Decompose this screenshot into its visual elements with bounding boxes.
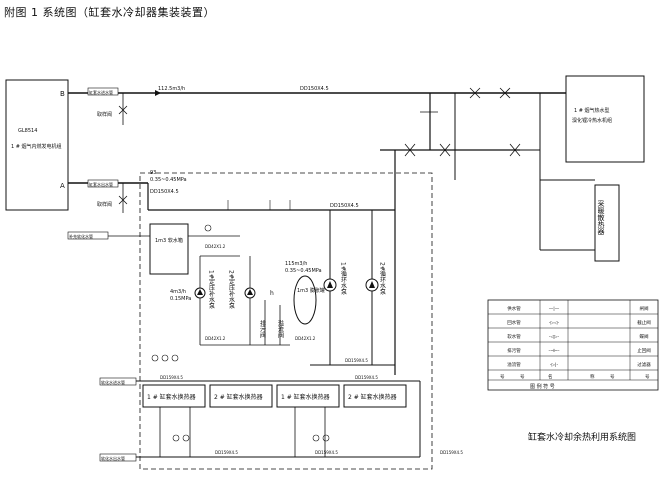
pump-flow: 115m3/h (285, 261, 307, 267)
label-water-in-top: 缸套水进水管 (89, 89, 113, 95)
pipe-dn40a: DD42X1.2 (205, 244, 226, 249)
legend-footer-cell: 号 (645, 374, 650, 380)
generator-code: GL8514 (18, 128, 37, 134)
legend-cell: 蝶阀 (640, 333, 649, 340)
legend-cell: -▷|- (550, 362, 559, 368)
small-flow: 4m3/h (170, 289, 186, 295)
legend-cell: -◁▷- (549, 335, 560, 340)
legend-table (487, 299, 659, 391)
mid-pipe: DD150X4.5 (150, 189, 179, 195)
label-left-low2: 软化水出水管 (101, 455, 125, 461)
legend-footer-cell: 号 (500, 374, 505, 380)
legend-cell: 供水管 (507, 305, 521, 312)
pump2-label: 2#定压补水泵 (228, 270, 235, 309)
mid-pressure: 0.35~0.45MPa (150, 177, 187, 183)
mid-pipe2: DD150X4.5 (330, 203, 359, 209)
circ2-label: 2#循环水泵 (379, 262, 386, 295)
container-boundary (139, 172, 433, 470)
pump-pressure: 0.35~0.45MPa (285, 268, 322, 274)
exchanger-2-label: 2 # 缸套水换热器 (214, 393, 263, 401)
lower-pipe2: DD159X4.5 (160, 375, 183, 380)
legend-cell: 过滤器 (637, 361, 651, 368)
exchanger-1-label: 1 # 缸套水换热器 (147, 393, 196, 401)
bottom-pipe3: DD159X4.5 (440, 450, 463, 455)
exchanger-3 (276, 384, 340, 408)
legend-footer-cell: 号 (610, 374, 615, 380)
mid-flow: 93 (150, 170, 156, 176)
generator-name: 1 # 烟气内燃发电机组 (11, 143, 62, 150)
chiller-line1: 1 # 烟气热水型 (574, 107, 610, 114)
lower-pipe3: DD159X4.5 (355, 375, 378, 380)
legend-cell: 回水管 (507, 319, 521, 326)
exchanger-1 (142, 384, 206, 408)
soft-water-label: 1m3 软水箱 (155, 237, 183, 244)
exchanger-2 (209, 384, 273, 408)
legend-cell: —|— (549, 306, 560, 312)
legend-cell: 止回阀 (637, 347, 651, 354)
top-pipe: DD150X4.5 (300, 86, 329, 92)
overflow-label: 溢流阀 (277, 319, 284, 339)
port-b-label: B (60, 90, 65, 98)
legend-cell: -⊣⊢- (548, 348, 559, 354)
soft-water-tank (149, 223, 189, 275)
legend-cell: 软水管 (507, 333, 521, 340)
chiller-line2: 溴化锂冷热水机组 (572, 117, 612, 124)
pipe-dn40b: DD42X1.2 (205, 336, 226, 341)
circ1-label: 1#循环水泵 (340, 262, 347, 295)
lower-pipe1: DD159X4.5 (345, 358, 368, 363)
legend-cell: 溢流管 (507, 361, 521, 368)
pipe-dn40c: DD42X1.2 (295, 336, 316, 341)
chiller-box (565, 75, 645, 163)
label-drain-top: 取样阀 (97, 111, 112, 118)
exchanger-4 (343, 384, 407, 408)
legend-cell: 排污管 (507, 347, 521, 354)
label-left-low1: 软化水进水管 (101, 379, 125, 385)
bottom-pipe2: DD159X4.5 (315, 450, 338, 455)
legend-cell: 截止阀 (637, 319, 651, 326)
exchanger-4-label: 2 # 缸套水换热器 (348, 393, 397, 401)
label-water-out-mid: 缸套水出水管 (89, 181, 113, 187)
label-fill-water: 补充软化水管 (69, 233, 93, 239)
radiator-box (594, 184, 620, 262)
drain-valve-label: 排污阀 (259, 319, 266, 339)
legend-footer: 图 例 符 号 (530, 383, 555, 390)
legend-cell: -▷◁- (549, 321, 560, 326)
bottom-title: 缸套水冷却余热利用系统图 (528, 431, 636, 443)
exchanger-3-label: 1 # 缸套水换热器 (281, 393, 330, 401)
top-flow: 112.5m3/h (158, 86, 185, 92)
pump1-label: 1#定压补水泵 (208, 270, 215, 309)
small-pressure: 0.15MPa (170, 296, 191, 302)
bottom-pipe1: DD159X4.5 (215, 450, 238, 455)
legend-cell: 闸阀 (640, 305, 649, 312)
radiator-label: 采暖散热器 (597, 199, 605, 236)
expansion-label: 1m3 膨胀罐 (297, 287, 325, 294)
port-a-label: A (60, 182, 65, 190)
label-drain-mid: 取样阀 (97, 201, 112, 208)
figure-title: 附图 1 系统图（缸套水冷却器集装装置） (4, 6, 215, 19)
generator-box (5, 79, 69, 211)
legend-footer-cell: 称 (590, 373, 595, 380)
legend-footer-cell: 号 (520, 374, 525, 380)
legend-footer-cell: 名 (548, 373, 553, 380)
h-mark: h (270, 290, 274, 297)
expansion-tank (293, 275, 317, 325)
